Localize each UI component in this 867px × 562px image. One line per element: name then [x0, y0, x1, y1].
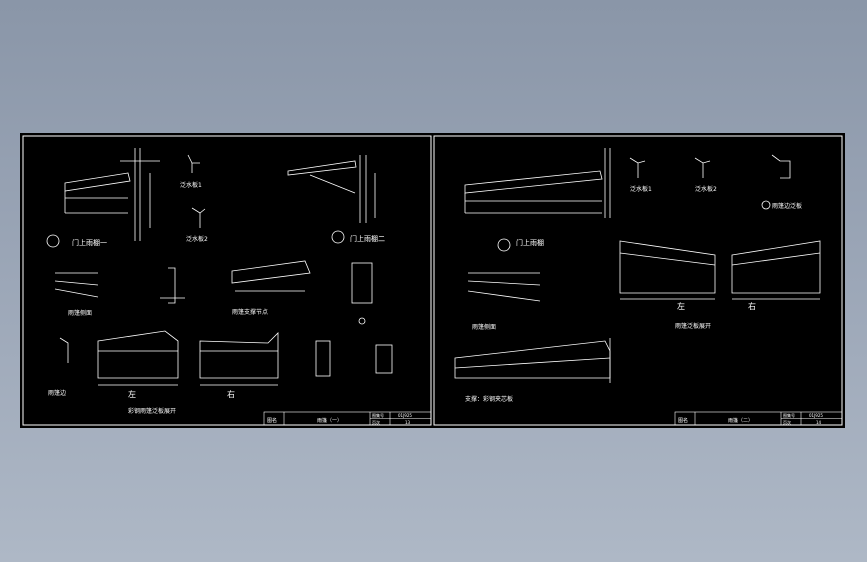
caption-support: 雨篷支撑节点 — [232, 308, 268, 316]
title-name: 雨篷（一） — [317, 417, 342, 424]
caption-r-detail1: 门上雨棚 — [516, 238, 544, 247]
caption-canopy-side: 雨篷侧面 — [68, 309, 92, 317]
right-support-beam — [454, 338, 611, 383]
right-flashings — [629, 154, 791, 179]
title-label: 图名 — [267, 417, 277, 424]
right-sheet-frame — [433, 135, 843, 426]
detail-marker-2 — [331, 230, 345, 244]
r-code-value: 01J925 — [809, 413, 823, 418]
left-canopy-side — [54, 272, 99, 298]
code-value: 01J925 — [398, 413, 412, 418]
left-flashing-2 — [191, 207, 206, 228]
drawing-svg: 门上雨棚一 泛水板1 泛水板2 门上雨棚二 雨篷侧面 雨篷支撑节点 雨 — [22, 135, 843, 426]
left-sections-b — [315, 340, 393, 377]
caption-r-flashing2: 泛水板2 — [695, 185, 717, 193]
caption-right: 右 — [227, 389, 235, 399]
left-sheet-frame — [22, 135, 432, 426]
caption-detail2: 门上雨棚二 — [350, 234, 385, 243]
r-code-label: 图集号 — [783, 412, 795, 418]
left-detail-2 — [287, 155, 376, 223]
r-page-label: 页次 — [783, 419, 791, 425]
left-title-block: 图名 雨篷（一） 图集号 01J925 页次 13 — [263, 411, 432, 426]
caption-detail1: 门上雨棚一 — [72, 238, 107, 247]
code-label: 图集号 — [372, 412, 384, 418]
r-title-name: 雨篷（二） — [728, 417, 753, 424]
caption-expand: 彩钢雨篷泛板展开 — [128, 407, 176, 415]
caption-r-left: 左 — [677, 301, 685, 311]
caption-edge: 雨篷边 — [48, 389, 66, 397]
left-edge — [59, 337, 69, 363]
caption-r-flashing1: 泛水板1 — [630, 185, 652, 193]
right-expand-left — [619, 240, 716, 300]
r-page-value: 14 — [816, 420, 822, 425]
detail-marker-r2 — [761, 200, 771, 210]
caption-r-right: 右 — [748, 301, 756, 311]
caption-flashing1: 泛水板1 — [180, 181, 202, 189]
page-label: 页次 — [372, 419, 380, 425]
left-detail-1 — [64, 148, 160, 241]
right-title-block: 图名 雨篷（二） 图集号 01J925 页次 14 — [674, 411, 843, 426]
detail-marker-r1 — [497, 238, 511, 252]
caption-r-edge: 雨篷边泛板 — [772, 202, 802, 210]
cad-drawing-canvas: 门上雨棚一 泛水板1 泛水板2 门上雨棚二 雨篷侧面 雨篷支撑节点 雨 — [20, 133, 845, 428]
caption-r-support: 支撑：彩钢夹芯板 — [465, 395, 513, 403]
left-support — [231, 260, 311, 292]
caption-r-expand: 雨篷泛板展开 — [675, 322, 711, 330]
right-expand-right — [731, 240, 821, 300]
right-canopy-side — [467, 272, 541, 302]
detail-marker-1 — [46, 234, 60, 248]
left-bracket — [160, 267, 185, 304]
caption-r-canopy-side: 雨篷侧面 — [472, 323, 496, 331]
caption-flashing2: 泛水板2 — [186, 235, 208, 243]
r-title-label: 图名 — [678, 417, 688, 424]
page-value: 13 — [405, 420, 411, 425]
left-section-a — [351, 262, 373, 325]
left-expand-left — [97, 330, 179, 386]
left-expand-right — [199, 332, 279, 386]
left-flashing-1 — [187, 154, 200, 173]
caption-left: 左 — [128, 389, 136, 399]
right-detail-1 — [464, 148, 611, 218]
